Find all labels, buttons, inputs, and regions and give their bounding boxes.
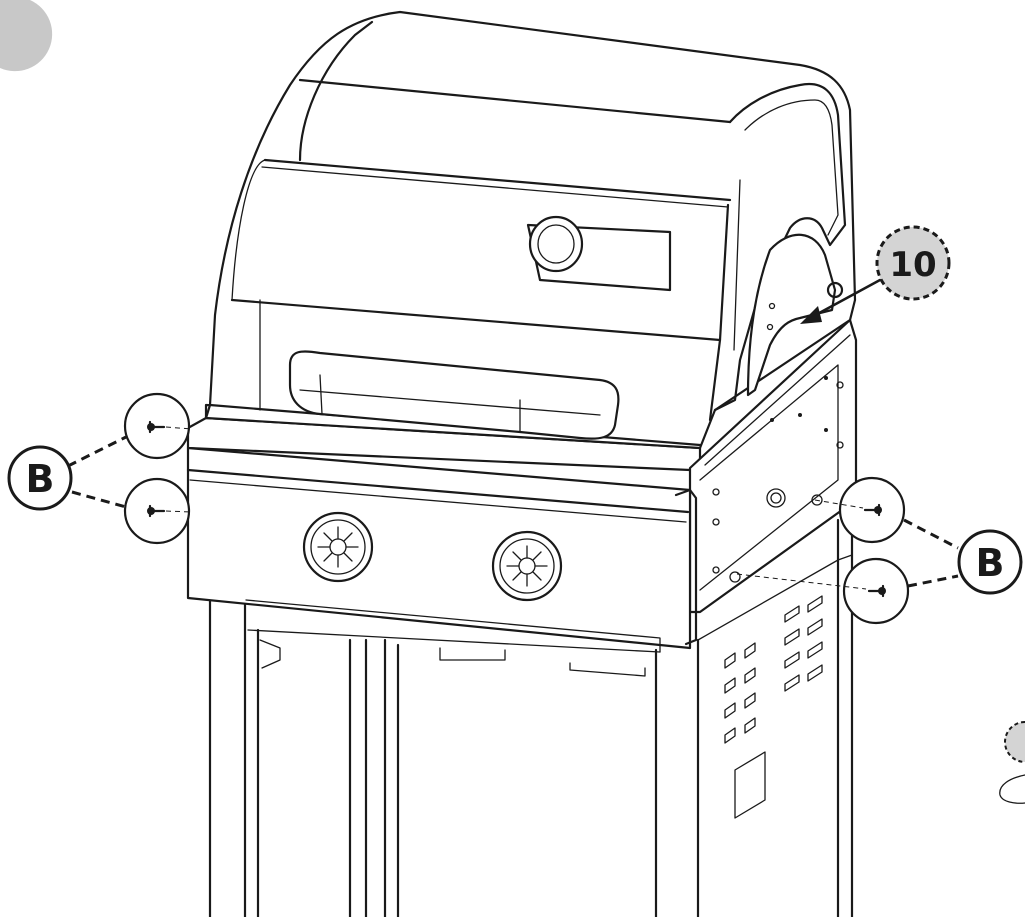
leader-right-bottom xyxy=(907,574,959,588)
partial-part-right-edge xyxy=(999,721,1025,804)
callout-b-left: B xyxy=(7,445,73,511)
leader-left-top xyxy=(67,435,127,468)
grill-lid xyxy=(204,10,857,450)
screw-left-top xyxy=(123,392,193,460)
step-badge-fragment xyxy=(0,0,53,72)
leader-left-bottom xyxy=(71,490,127,509)
callout-b-right: B xyxy=(957,529,1023,595)
control-knob-right xyxy=(491,530,563,602)
control-knob-left xyxy=(302,511,374,583)
screw-left-bottom xyxy=(123,477,193,545)
side-vent-slots xyxy=(724,595,823,819)
firebox-body xyxy=(186,318,858,653)
screw-right-bottom xyxy=(736,557,910,625)
leader-right-top xyxy=(903,518,959,550)
callout-b-right-label: B xyxy=(976,541,1005,585)
part-10-callout: 10 xyxy=(800,225,951,324)
callout-b-left-label: B xyxy=(26,457,55,501)
part-number-label: 10 xyxy=(889,245,936,285)
screw-right-top xyxy=(814,476,906,544)
